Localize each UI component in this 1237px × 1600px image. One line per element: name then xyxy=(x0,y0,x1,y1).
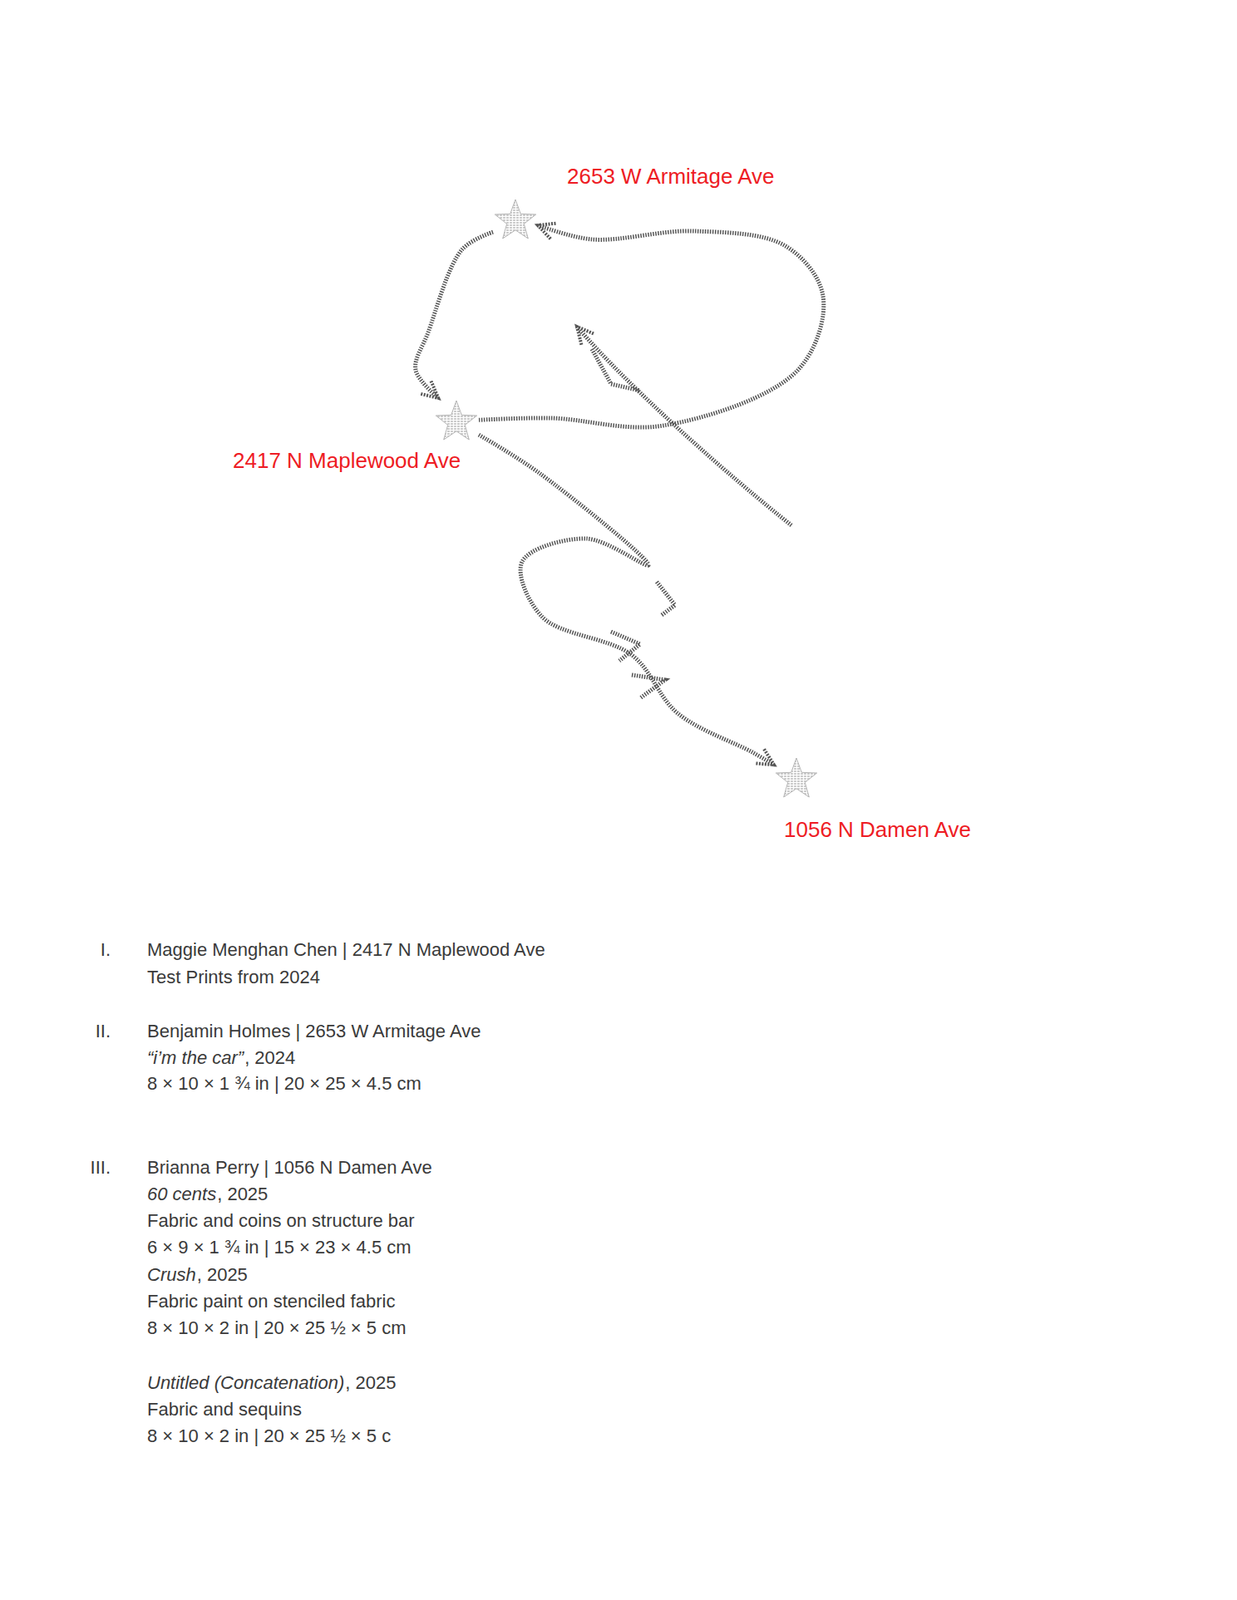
star-outline xyxy=(773,755,819,801)
location-star: 2653 W Armitage Ave xyxy=(492,197,538,242)
address-label: 1056 N Damen Ave xyxy=(783,818,971,841)
route-arrow xyxy=(478,434,774,765)
star-shape xyxy=(435,400,477,440)
location-star: 2417 N Maplewood Ave xyxy=(433,398,479,444)
star-outline xyxy=(433,398,479,444)
list-text: , 2025 xyxy=(216,1185,268,1204)
list-text: 6 × 9 × 1 ¾ in | 15 × 23 × 4.5 cm xyxy=(147,1238,412,1257)
star-outline xyxy=(492,197,538,242)
list-text: , 2025 xyxy=(344,1374,396,1393)
list-text: Fabric and sequins xyxy=(147,1400,302,1420)
location-star: 1056 N Damen Ave xyxy=(773,755,819,801)
artwork-title: Untitled (Concatenation) xyxy=(147,1374,345,1393)
list-text: Fabric and coins on structure bar xyxy=(147,1212,415,1231)
list-text: , 2025 xyxy=(197,1266,248,1285)
artwork-title: Crush xyxy=(147,1266,197,1285)
list-text: Maggie Menghan Chen | 2417 N Maplewood A… xyxy=(147,941,546,960)
route-arrow xyxy=(415,231,493,399)
list-text: Test Prints from 2024 xyxy=(147,968,321,987)
address-label: 2417 N Maplewood Ave xyxy=(232,449,461,472)
list-text: 8 × 10 × 2 in | 20 × 25 ½ × 5 c xyxy=(147,1427,391,1446)
star-shape xyxy=(775,758,817,798)
address-label: 2653 W Armitage Ave xyxy=(566,165,775,188)
list-text: 8 × 10 × 2 in | 20 × 25 ½ × 5 cm xyxy=(147,1319,406,1338)
list-text: Fabric paint on stenciled fabric xyxy=(147,1292,395,1311)
list-text: Brianna Perry | 1056 N Damen Ave xyxy=(147,1158,433,1178)
list-numeral: II. xyxy=(95,1022,111,1041)
artwork-title: 60 cents xyxy=(147,1185,217,1204)
list-numeral: III. xyxy=(90,1158,111,1178)
star-shape xyxy=(494,199,536,239)
stray-chevron xyxy=(591,349,641,391)
list-text: Benjamin Holmes | 2653 W Armitage Ave xyxy=(147,1022,482,1041)
list-text: , 2024 xyxy=(244,1049,296,1068)
route-arrow xyxy=(478,225,824,428)
list-numeral: I. xyxy=(100,941,111,960)
artwork-title: “i’m the car” xyxy=(147,1049,244,1068)
stray-chevron xyxy=(656,581,676,616)
list-text: 8 × 10 × 1 ¾ in | 20 × 25 × 4.5 cm xyxy=(147,1074,422,1094)
